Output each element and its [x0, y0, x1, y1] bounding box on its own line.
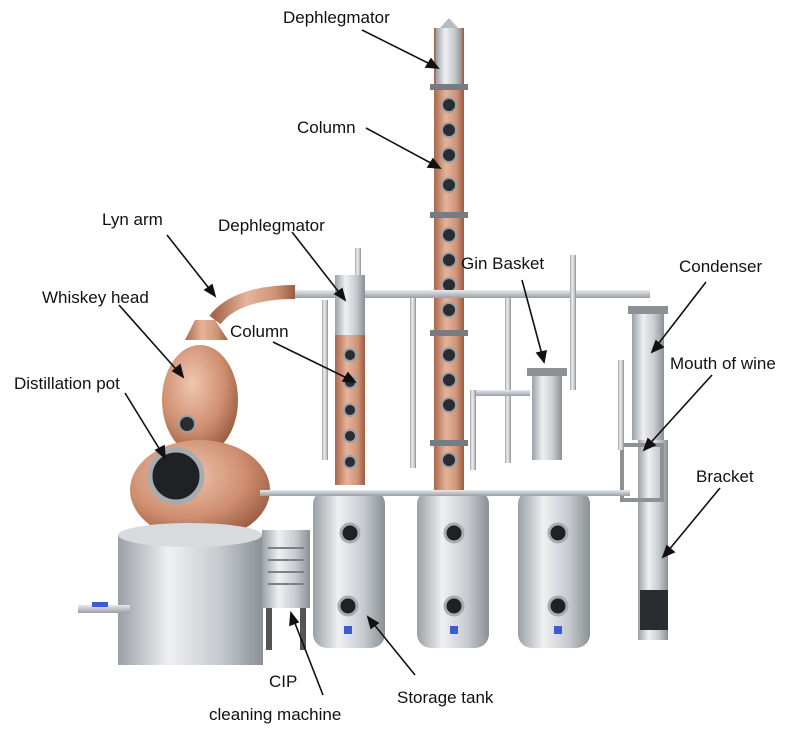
label-column-left: Column	[230, 322, 289, 341]
label-bracket: Bracket	[696, 467, 754, 486]
gin-basket-vessel	[527, 368, 567, 460]
label-whiskey-head: Whiskey head	[42, 288, 149, 307]
annotation-arrows	[118, 29, 721, 696]
condenser-unit	[618, 306, 668, 640]
whiskey-head	[162, 320, 238, 455]
top-manifold	[290, 248, 650, 470]
lyn-arm-pipe	[209, 285, 296, 325]
label-dephlegmator-top: Dephlegmator	[283, 8, 390, 27]
label-column-main: Column	[297, 118, 356, 137]
label-condenser: Condenser	[679, 257, 763, 276]
label-cip: CIP	[269, 672, 298, 691]
label-mouth-of-wine: Mouth of wine	[670, 354, 776, 373]
label-gin-basket: Gin Basket	[461, 254, 545, 273]
cip-machine	[262, 530, 310, 650]
left-column	[335, 275, 365, 485]
storage-tanks	[260, 490, 630, 648]
label-cleaning-machine: cleaning machine	[209, 705, 342, 724]
label-lyn-arm: Lyn arm	[102, 210, 163, 229]
main-column	[430, 18, 468, 493]
label-storage-tank: Storage tank	[397, 688, 494, 707]
distillation-pot	[78, 440, 270, 665]
label-dephlegmator-mid: Dephlegmator	[218, 216, 325, 235]
label-distillation-pot: Distillation pot	[14, 374, 120, 393]
